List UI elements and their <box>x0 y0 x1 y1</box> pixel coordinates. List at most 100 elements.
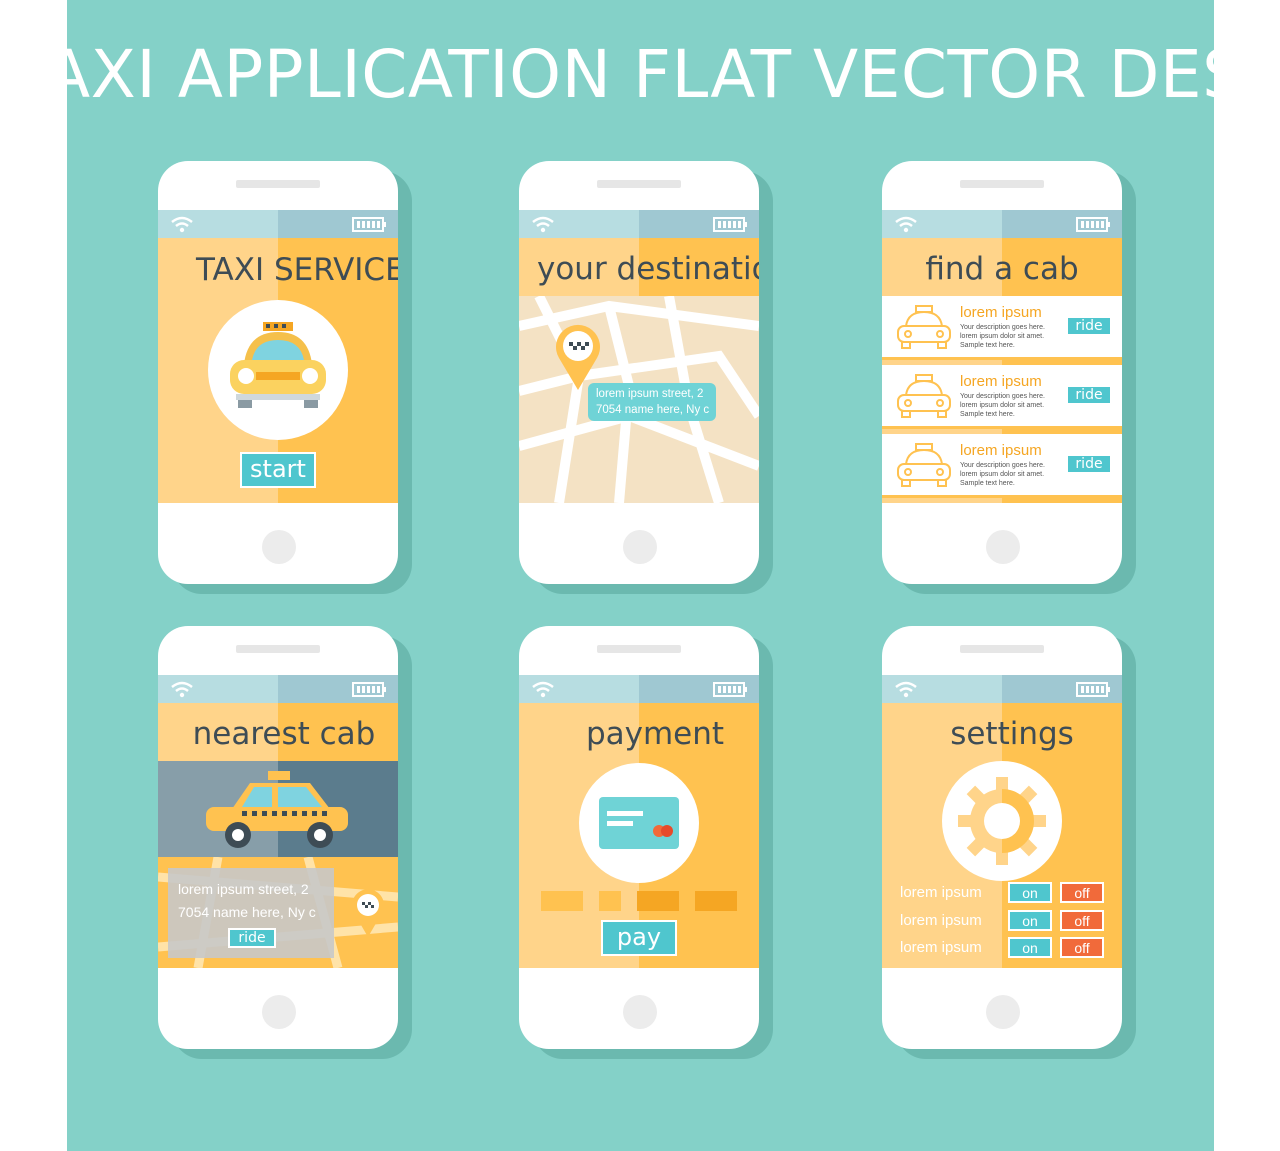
start-button[interactable]: start <box>240 452 316 488</box>
battery-icon <box>713 682 747 697</box>
on-toggle[interactable]: on <box>1008 882 1052 903</box>
card-badge <box>579 763 699 883</box>
taxi-outline-icon <box>897 443 951 487</box>
pin-field[interactable] <box>637 891 679 911</box>
off-toggle[interactable]: off <box>1060 910 1104 931</box>
address-line-2: 7054 name here, Ny c <box>178 904 316 920</box>
battery-icon <box>1076 682 1110 697</box>
battery-icon <box>352 217 386 232</box>
pin-field[interactable] <box>599 891 621 911</box>
screen-title: find a cab <box>925 251 1079 287</box>
pay-button[interactable]: pay <box>601 920 677 956</box>
taxi-badge <box>208 300 348 440</box>
pin-entry[interactable] <box>541 891 741 911</box>
setting-label: lorem ipsum <box>900 912 982 929</box>
cab-name: lorem ipsum <box>960 373 1042 390</box>
home-button[interactable] <box>986 995 1020 1029</box>
screen-title: settings <box>950 716 1074 752</box>
battery-icon <box>1076 217 1110 232</box>
list-item[interactable]: lorem ipsum Your description goes here. … <box>882 434 1122 498</box>
on-toggle[interactable]: on <box>1008 937 1052 958</box>
address-text: lorem ipsum street, 2 7054 name here, Ny… <box>178 878 316 924</box>
phone-speaker <box>236 645 320 653</box>
pin-field[interactable] <box>695 891 737 911</box>
phone-speaker <box>236 180 320 188</box>
taxi-front-icon <box>230 322 326 408</box>
phone-find-cab: find a cab lorem ipsum Your description … <box>882 161 1122 584</box>
setting-row: lorem ipsum on off <box>882 937 1122 959</box>
address-card: lorem ipsum street, 2 7054 name here, Ny… <box>168 868 334 958</box>
phone-speaker <box>597 180 681 188</box>
cab-photo <box>158 761 398 857</box>
cab-description: Your description goes here. lorem ipsum … <box>960 462 1045 487</box>
app-screen: your destination <box>519 238 759 503</box>
phone-nearest-cab: nearest cab <box>158 626 398 1049</box>
address-line-2: 7054 name here, Ny c <box>596 404 710 416</box>
status-bar <box>158 210 398 238</box>
phone-taxi-service: TAXI SERVICE start <box>158 161 398 584</box>
status-bar <box>519 675 759 703</box>
home-button[interactable] <box>623 995 657 1029</box>
list-item[interactable]: lorem ipsum Your description goes here. … <box>882 365 1122 429</box>
home-button[interactable] <box>986 530 1020 564</box>
wifi-icon <box>532 681 554 698</box>
ride-button[interactable]: ride <box>228 928 276 948</box>
wifi-icon <box>171 216 193 233</box>
setting-label: lorem ipsum <box>900 939 982 956</box>
address-line-1: lorem ipsum street, 2 <box>596 388 704 400</box>
status-bar <box>158 675 398 703</box>
gear-badge <box>942 761 1062 881</box>
status-bar <box>519 210 759 238</box>
app-screen: payment pay <box>519 703 759 968</box>
screen-title: nearest cab <box>192 716 376 752</box>
screen-title: payment <box>585 716 725 752</box>
wifi-icon <box>532 216 554 233</box>
phone-settings: settings lorem ipsum <box>882 626 1122 1049</box>
address-tooltip: lorem ipsum street, 2 7054 name here, Ny… <box>588 383 716 421</box>
address-line-1: lorem ipsum street, 2 <box>178 881 309 897</box>
app-screen: TAXI SERVICE start <box>158 238 398 503</box>
battery-icon <box>713 217 747 232</box>
map-pin-icon <box>352 889 384 937</box>
status-bar <box>882 675 1122 703</box>
cab-description: Your description goes here. lorem ipsum … <box>960 324 1045 349</box>
phone-speaker <box>960 645 1044 653</box>
on-toggle[interactable]: on <box>1008 910 1052 931</box>
off-toggle[interactable]: off <box>1060 882 1104 903</box>
phone-payment: payment pay <box>519 626 759 1049</box>
wifi-icon <box>171 681 193 698</box>
poster-background: AXI APPLICATION FLAT VECTOR DESIG TAXI S… <box>67 0 1214 1151</box>
list-item[interactable]: lorem ipsum Your description goes here. … <box>882 296 1122 360</box>
status-bar <box>882 210 1122 238</box>
wifi-icon <box>895 681 917 698</box>
ride-button[interactable]: ride <box>1066 316 1112 336</box>
phone-speaker <box>960 180 1044 188</box>
gear-icon <box>958 777 1046 865</box>
app-screen: nearest cab <box>158 703 398 968</box>
pin-field[interactable] <box>541 891 583 911</box>
app-screen: settings lorem ipsum <box>882 703 1122 968</box>
map-pin-icon <box>556 324 600 390</box>
phone-destination: your destination <box>519 161 759 584</box>
ride-button[interactable]: ride <box>1066 385 1112 405</box>
battery-icon <box>352 682 386 697</box>
taxi-outline-icon <box>897 305 951 349</box>
cab-description: Your description goes here. lorem ipsum … <box>960 393 1045 418</box>
screen-title: TAXI SERVICE <box>196 252 398 288</box>
home-button[interactable] <box>262 530 296 564</box>
home-button[interactable] <box>623 530 657 564</box>
off-toggle[interactable]: off <box>1060 937 1104 958</box>
poster-headline: AXI APPLICATION FLAT VECTOR DESIG <box>67 36 1214 113</box>
phone-speaker <box>597 645 681 653</box>
home-button[interactable] <box>262 995 296 1029</box>
ride-button[interactable]: ride <box>1066 454 1112 474</box>
taxi-outline-icon <box>897 374 951 418</box>
credit-card-icon <box>599 797 679 849</box>
app-screen: find a cab lorem ipsum Your description … <box>882 238 1122 503</box>
screen-title: your destination <box>537 251 759 287</box>
cab-name: lorem ipsum <box>960 304 1042 321</box>
setting-row: lorem ipsum on off <box>882 910 1122 932</box>
cab-name: lorem ipsum <box>960 442 1042 459</box>
taxi-side-icon <box>206 771 348 848</box>
wifi-icon <box>895 216 917 233</box>
